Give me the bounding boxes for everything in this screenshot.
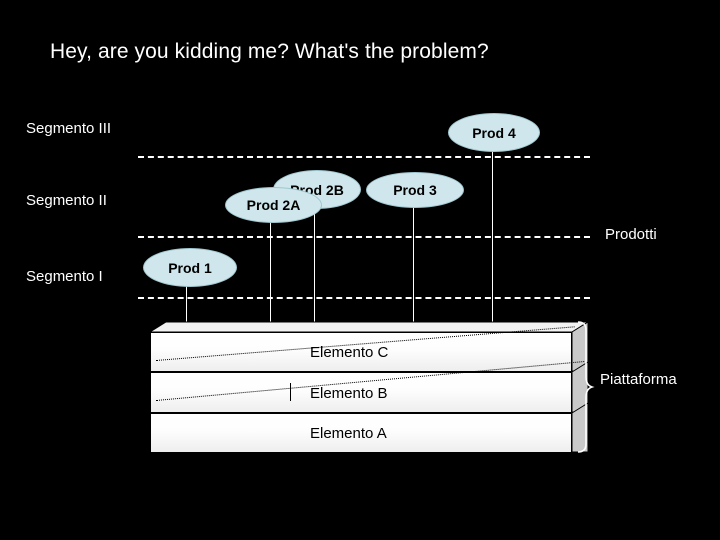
platform-label-elemento-a: Elemento A [310,425,387,442]
segment-label-iii: Segmento III [26,120,112,137]
product-label-prod-4: Prod 4 [472,124,516,141]
platform-side-face-c [571,321,589,372]
connector-line-prod-4 [492,149,493,325]
product-ellipse-prod-3[interactable]: Prod 3 [366,172,464,208]
segment-divider-bottom [138,297,590,299]
platform-box-elemento-b[interactable] [150,372,572,413]
connector-line-prod-1 [186,283,187,325]
page-title: Hey, are you kidding me? What's the prob… [50,40,489,63]
product-label-prod-1: Prod 1 [168,259,212,276]
connector-line-prod-2a [270,218,271,325]
platform-label-elemento-b: Elemento B [310,385,388,402]
callout-tick-b [290,383,291,401]
segment-label-ii: Segmento II [26,192,107,209]
segment-divider-top [138,156,590,158]
platform-label-elemento-c: Elemento C [310,344,389,361]
product-ellipse-prod-1[interactable]: Prod 1 [143,248,237,287]
side-label-piattaforma: Piattaforma [600,371,677,388]
side-label-prodotti: Prodotti [605,226,657,243]
platform-box-elemento-c[interactable] [150,332,572,372]
platform-side-face-a [571,402,589,453]
platform-box-elemento-a[interactable] [150,413,572,453]
product-label-prod-2a: Prod 2A [246,197,301,213]
segment-divider-middle [138,236,590,238]
segment-label-i: Segmento I [26,268,103,285]
product-ellipse-prod-2a[interactable]: Prod 2A [225,187,322,223]
platform-side-face-b [571,361,589,413]
product-ellipse-prod-4[interactable]: Prod 4 [448,113,540,152]
product-label-prod-3: Prod 3 [393,182,437,198]
platform-brace [577,321,595,453]
connector-line-prod-3 [413,206,414,325]
connector-line-prod-2b [314,207,315,325]
